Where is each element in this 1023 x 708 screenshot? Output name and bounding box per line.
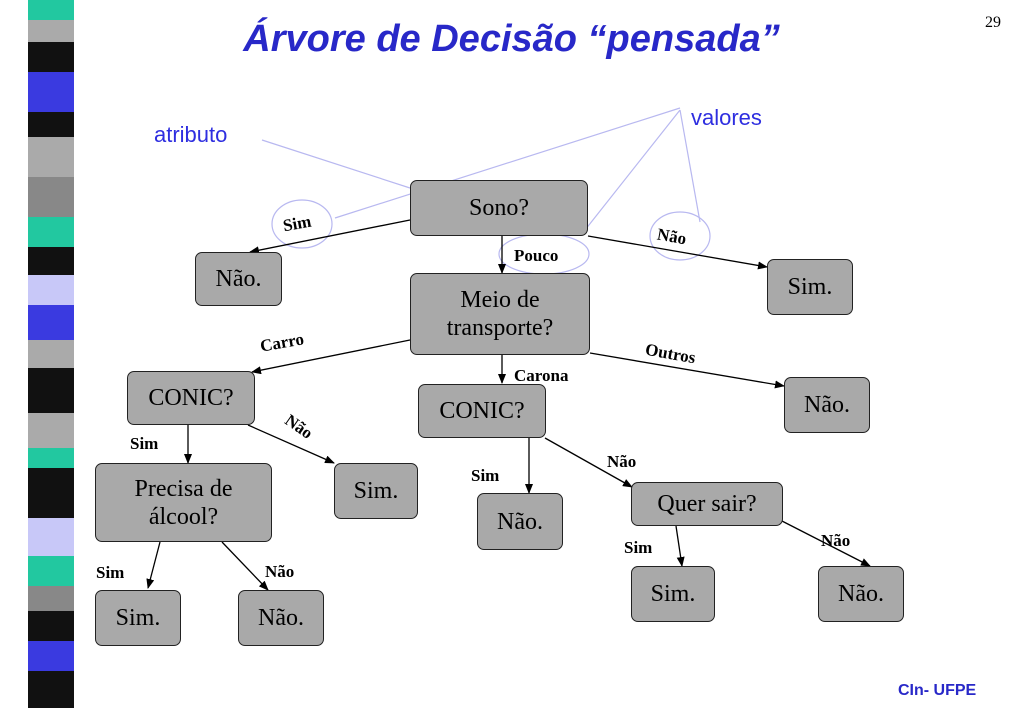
node-leaf-sim-4: Sim. [631, 566, 715, 622]
node-leaf-nao-3: Não. [238, 590, 324, 646]
node-leaf-sim-1: Sim. [767, 259, 853, 315]
page-number: 29 [985, 14, 1001, 31]
node-conic-1: CONIC? [127, 371, 255, 425]
node-quer-sair: Quer sair? [631, 482, 783, 526]
node-sono: Sono? [410, 180, 588, 236]
edge-label-sono-pouco: Pouco [514, 246, 559, 265]
annotation-lines [261, 107, 711, 275]
tree-edge-lines [146, 219, 871, 591]
edge-meio-carro [251, 339, 411, 375]
annotation-attribute: atributo [154, 122, 228, 147]
decorative-stripe [0, 0, 80, 708]
node-leaf-nao-1: Não. [195, 252, 282, 306]
node-leaf-sim-3: Sim. [95, 590, 181, 646]
edge-meio-outros [589, 352, 785, 389]
node-leaf-nao-4: Não. [818, 566, 904, 622]
footer-text: CIn- UFPE [898, 682, 977, 699]
node-precisa-alcool: Precisa de álcool? [95, 463, 272, 542]
edge-label-sair-sim: Sim [624, 538, 653, 557]
node-leaf-nao-2: Não. [477, 493, 563, 550]
annotation-values: valores [691, 105, 762, 130]
value-circle-sim [271, 199, 333, 249]
edge-sair-sim [675, 525, 685, 567]
value-circle-nao [649, 211, 711, 261]
edge-conic2-nao [544, 437, 633, 488]
edge-alcool-nao [221, 541, 269, 591]
node-conic-2: CONIC? [418, 384, 546, 438]
edge-sair-nao [779, 519, 871, 567]
node-leaf-nao-outros: Não. [784, 377, 870, 433]
edge-sono-sim [249, 219, 411, 255]
edge-alcool-sim [146, 541, 161, 589]
edge-sono-nao [587, 235, 768, 270]
edge-label-conic1-sim: Sim [130, 434, 159, 453]
edge-label-alcool-sim: Sim [96, 563, 125, 582]
edge-label-meio-carona: Carona [514, 366, 569, 385]
edge-label-sair-nao: Não [821, 531, 851, 550]
edge-label-conic2-sim: Sim [471, 466, 500, 485]
page-title: Árvore de Decisão “pensada” [243, 18, 780, 60]
edge-label-conic2-nao: Não [607, 452, 637, 471]
node-leaf-sim-2: Sim. [334, 463, 418, 519]
edge-conic1-nao [247, 424, 335, 464]
edge-label-alcool-nao: Não [265, 562, 295, 581]
node-meio-transporte: Meio de transporte? [410, 273, 590, 355]
